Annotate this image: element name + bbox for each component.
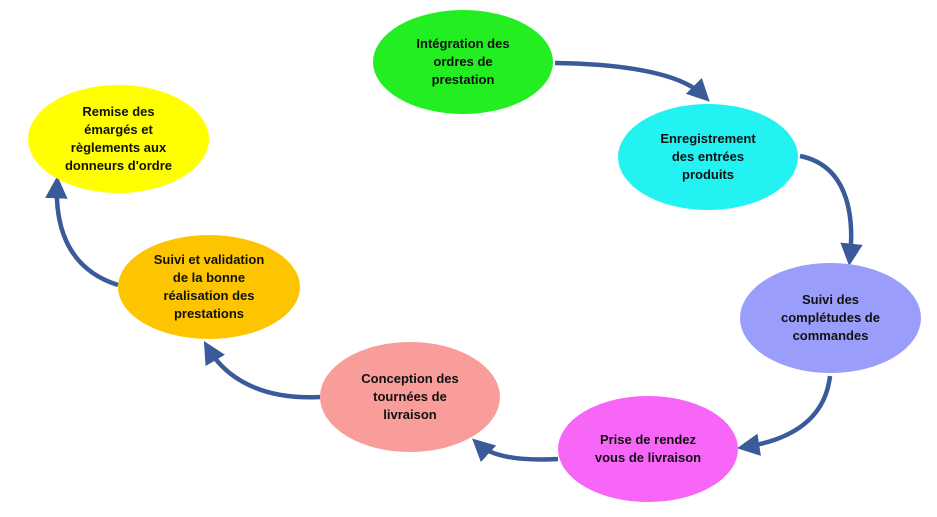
node-integration-ordres: Intégration des ordres de prestation <box>373 10 553 114</box>
arrow-4-to-5 <box>472 438 559 463</box>
node-prise-rendez-vous: Prise de rendez vous de livraison <box>558 396 738 502</box>
node-label: Enregistrement des entrées produits <box>660 131 756 182</box>
arrow-3-to-4 <box>736 375 833 456</box>
node-remise-emarges: Remise des émargés et règlements aux don… <box>28 85 209 193</box>
node-label: Prise de rendez vous de livraison <box>594 432 702 465</box>
arrow-6-to-7 <box>45 175 119 288</box>
node-conception-tournees: Conception des tournées de livraison <box>320 342 500 452</box>
node-suivi-validation: Suivi et validation de la bonne réalisat… <box>118 235 300 339</box>
arrow-1-to-2 <box>554 60 710 102</box>
node-suivi-completudes: Suivi des complétudes de commandes <box>740 263 921 373</box>
arrow-2-to-3 <box>799 153 863 267</box>
node-enregistrement-entrees: Enregistrement des entrées produits <box>618 104 798 210</box>
node-label: Intégration des ordres de prestation <box>416 36 510 87</box>
node-label: Conception des tournées de livraison <box>361 371 459 422</box>
node-label: Suivi et validation de la bonne réalisat… <box>153 252 265 321</box>
arrow-5-to-6 <box>203 341 321 400</box>
node-label: Suivi des complétudes de commandes <box>781 292 880 343</box>
node-label: Remise des émargés et règlements aux don… <box>64 104 173 173</box>
